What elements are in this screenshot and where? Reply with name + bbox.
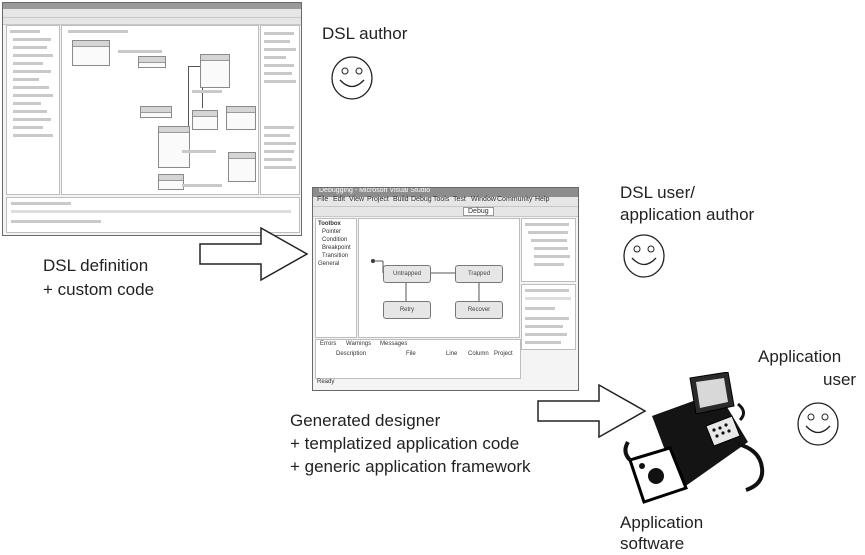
domain-class-node xyxy=(72,40,110,66)
column-column[interactable]: Column xyxy=(468,351,489,357)
designer-canvas[interactable]: Untrapped Trapped Retry Recover xyxy=(358,218,520,338)
menu-item-community[interactable]: Community xyxy=(497,196,533,203)
tab-errors[interactable]: Errors xyxy=(320,341,337,347)
title-bar xyxy=(3,3,301,9)
window-title: Debugging - Microsoft Visual Studio xyxy=(319,187,431,194)
smiley-face-icon xyxy=(797,402,839,446)
menu-item-window[interactable]: Window xyxy=(471,196,496,203)
hollow-arrow-icon xyxy=(537,383,647,439)
state-shape-untrapped[interactable]: Untrapped xyxy=(383,265,431,283)
status-bar: Ready xyxy=(317,379,335,385)
domain-class-node xyxy=(158,174,184,190)
menu-item-debug[interactable]: Debug xyxy=(411,196,432,203)
menu-bar: File Edit View Project Build Debug Tools… xyxy=(313,196,578,207)
menu-item-file[interactable]: File xyxy=(317,196,329,203)
tab-warnings[interactable]: Warnings xyxy=(346,341,372,347)
column-description[interactable]: Description xyxy=(336,351,367,357)
app-user-label-line2: user xyxy=(823,370,857,389)
menu-item-test[interactable]: Test xyxy=(453,196,466,203)
dsl-definition-label-line1: DSL definition xyxy=(43,256,149,275)
menu-item-tools[interactable]: Tools xyxy=(433,196,450,203)
menu-item-help[interactable]: Help xyxy=(535,196,550,203)
state-shape-retry[interactable]: Retry xyxy=(383,301,431,319)
domain-class-node xyxy=(226,106,256,130)
menu-item-build[interactable]: Build xyxy=(393,196,409,203)
domain-class-node xyxy=(138,56,166,68)
generated-label-line3: + generic application framework xyxy=(290,457,531,476)
dsl-output-pane xyxy=(6,197,300,233)
toolbox-item[interactable]: Transition xyxy=(322,253,349,259)
column-file[interactable]: File xyxy=(406,351,416,357)
menu-bar xyxy=(3,9,301,18)
toolbar xyxy=(3,18,301,25)
menu-item-edit[interactable]: Edit xyxy=(333,196,346,203)
title-bar: Debugging - Microsoft Visual Studio xyxy=(313,188,578,197)
computer-device-icon xyxy=(623,372,765,504)
column-project[interactable]: Project xyxy=(494,351,513,357)
toolbox-item[interactable]: Condition xyxy=(322,237,348,243)
hollow-arrow-icon xyxy=(199,226,309,282)
dsl-diagram-pane xyxy=(61,25,259,195)
dsl-definition-screenshot xyxy=(2,2,302,236)
domain-class-node xyxy=(200,54,230,88)
domain-class-node xyxy=(140,106,172,118)
dsl-user-label-line2: application author xyxy=(620,205,755,224)
toolbox-item[interactable]: General xyxy=(318,261,340,267)
dsl-definition-label-line2: + custom code xyxy=(43,280,155,299)
dsl-explorer-pane xyxy=(6,25,60,195)
app-user-label-line1: Application xyxy=(758,347,842,366)
solution-explorer-pane xyxy=(521,218,576,282)
app-software-label-line2: software xyxy=(620,534,685,553)
solution-config-combo[interactable]: Debug xyxy=(463,207,494,216)
column-line[interactable]: Line xyxy=(446,351,458,357)
state-shape-recover[interactable]: Recover xyxy=(455,301,503,319)
tab-messages[interactable]: Messages xyxy=(380,341,408,347)
dsl-user-label-line1: DSL user/ xyxy=(620,183,695,202)
menu-item-project[interactable]: Project xyxy=(367,196,389,203)
state-shape-trapped[interactable]: Trapped xyxy=(455,265,503,283)
app-software-label-line1: Application xyxy=(620,513,704,532)
smiley-face-icon xyxy=(623,234,665,278)
smiley-face-icon xyxy=(331,56,373,100)
toolbox-item[interactable]: Breakpoint xyxy=(322,245,351,251)
domain-class-node xyxy=(228,152,256,182)
toolbox-pane: Toolbox Pointer Condition Breakpoint Tra… xyxy=(315,218,357,338)
generated-label-line1: Generated designer xyxy=(290,411,441,430)
properties-pane xyxy=(521,284,576,350)
toolbar: Debug xyxy=(313,207,578,217)
domain-class-node xyxy=(158,126,190,168)
dsl-author-label: DSL author xyxy=(322,24,408,43)
menu-item-view[interactable]: View xyxy=(349,196,365,203)
toolbox-item[interactable]: Toolbox xyxy=(318,221,341,227)
dsl-properties-pane xyxy=(260,25,300,195)
toolbox-item[interactable]: Pointer xyxy=(322,229,342,235)
domain-class-node xyxy=(192,110,218,130)
error-list-pane: Errors Warnings Messages Description Fil… xyxy=(315,339,521,379)
generated-designer-screenshot: Debugging - Microsoft Visual Studio File… xyxy=(312,187,579,391)
generated-label-line2: + templatized application code xyxy=(290,434,520,453)
